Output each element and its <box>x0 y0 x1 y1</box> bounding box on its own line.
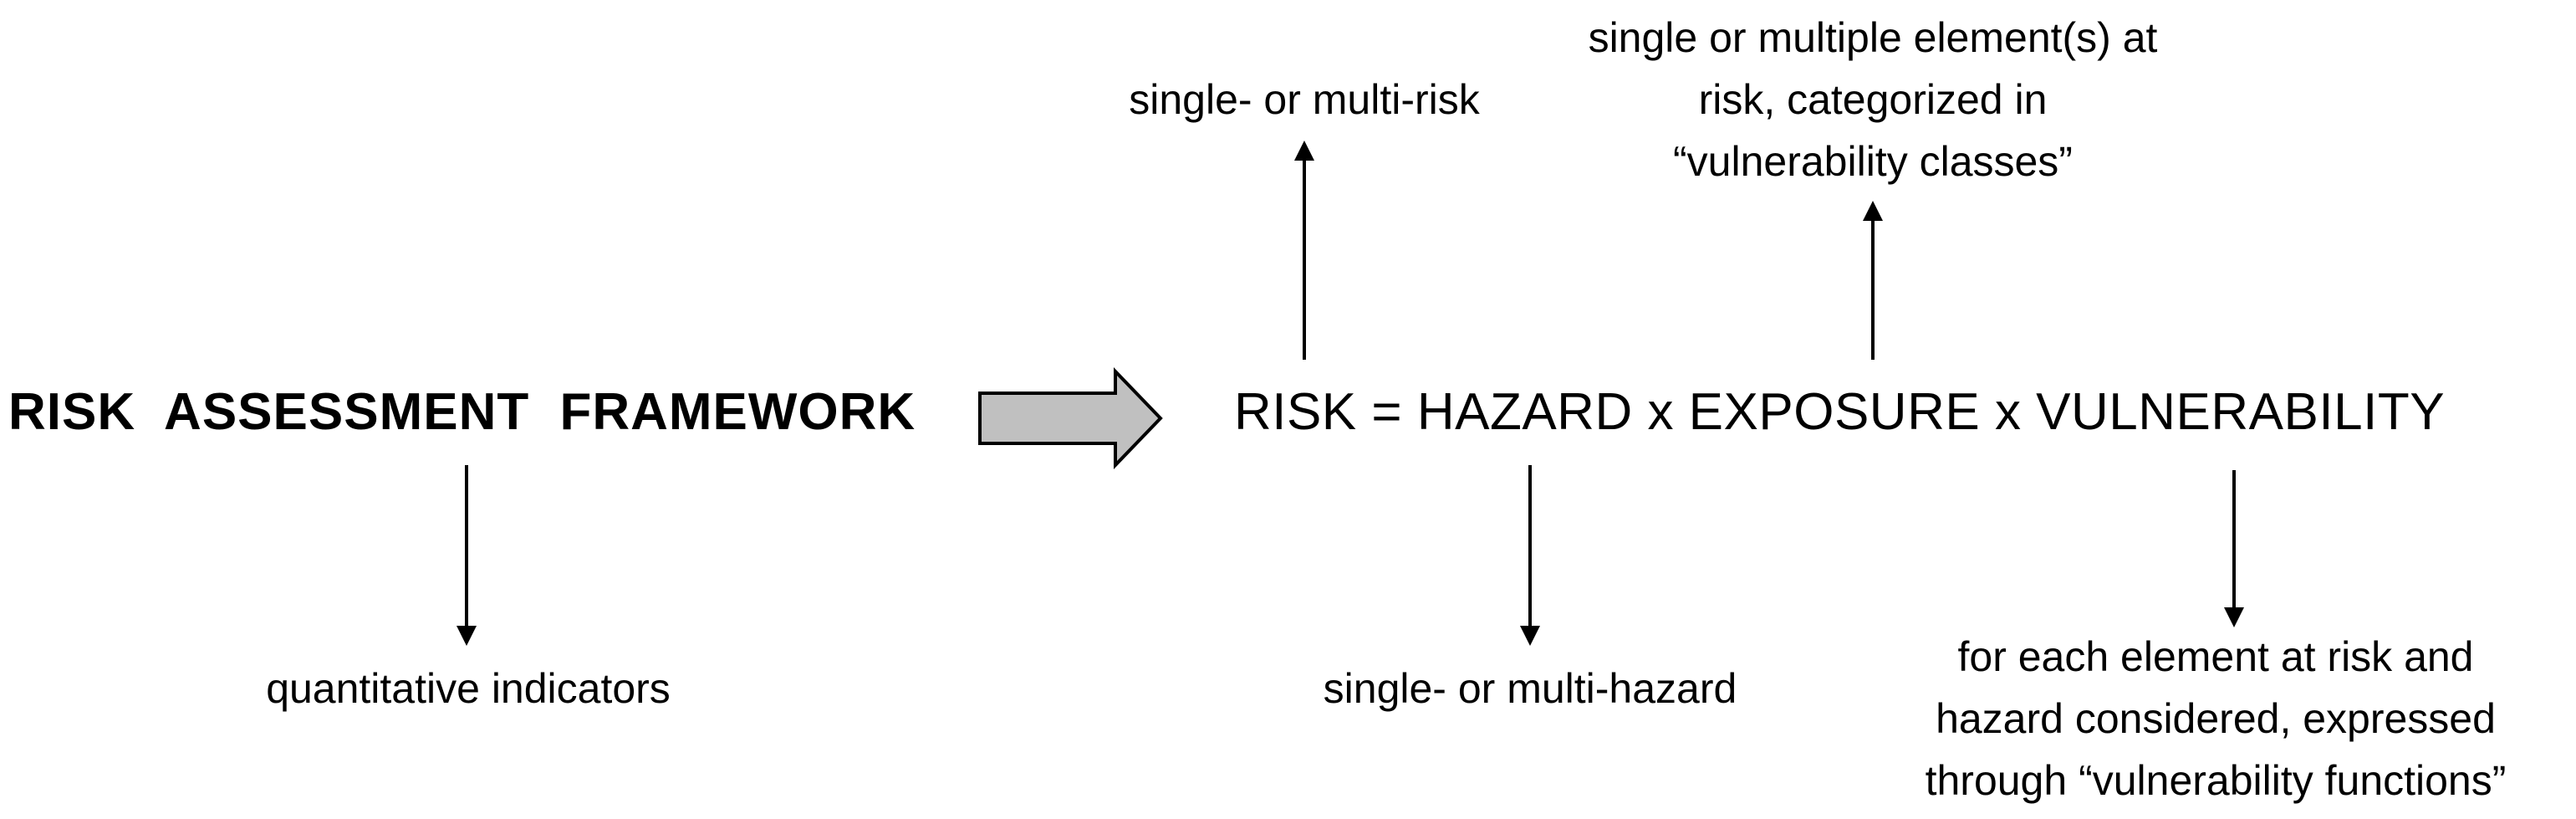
exposure-annotation-line: “vulnerability classes” <box>1673 138 2073 185</box>
exposure-annotation: single or multiple element(s) at risk, c… <box>1505 7 2241 192</box>
vulnerability-annotation-line: hazard considered, expressed <box>1936 695 2496 742</box>
vulnerability-annotation-line: for each element at risk and <box>1957 633 2474 680</box>
exposure-annotation-line: single or multiple element(s) at <box>1588 14 2158 61</box>
framework-to-indicators-arrow <box>457 465 477 646</box>
vulnerability-down-arrow <box>2224 470 2244 627</box>
exposure-annotation-line: risk, categorized in <box>1698 76 2048 123</box>
framework-title: RISK ASSESSMENT FRAMEWORK <box>8 383 916 441</box>
framework-output-label: quantitative indicators <box>266 665 671 712</box>
risk-annotation: single- or multi-risk <box>1129 76 1480 123</box>
hazard-annotation: single- or multi-hazard <box>1323 665 1737 712</box>
risk-equation: RISK = HAZARD x EXPOSURE x VULNERABILITY <box>1233 383 2446 441</box>
hazard-down-arrow <box>1520 465 1540 646</box>
block-arrow-icon <box>978 367 1163 469</box>
vulnerability-annotation: for each element at risk and hazard cons… <box>1864 626 2567 811</box>
risk-up-arrow <box>1294 141 1314 360</box>
vulnerability-annotation-line: through “vulnerability functions” <box>1925 757 2507 804</box>
exposure-up-arrow <box>1863 201 1883 360</box>
